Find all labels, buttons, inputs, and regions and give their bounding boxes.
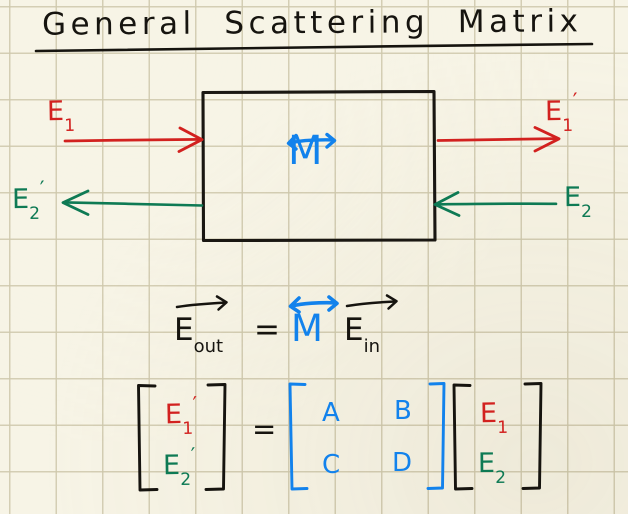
matrix-cell-b: B	[394, 396, 412, 426]
arrow-input-e1	[63, 126, 204, 153]
bracket-output-vector	[137, 383, 227, 492]
output-vector-row-1-prime: ′	[192, 391, 198, 416]
equation-lhs: Eout	[174, 312, 223, 356]
arrow-input-e2	[433, 191, 558, 217]
equation-lhs-symbol: E	[174, 312, 194, 348]
bracket-input-vector	[452, 382, 543, 491]
equation-rhs-symbol: E	[344, 312, 364, 348]
port-label-output-e1-prime-mark: ′	[572, 88, 578, 113]
port-label-input-e2-subscript: 2	[581, 202, 593, 223]
output-vector-row-1-symbol: E	[164, 398, 183, 431]
input-vector-row-1: E1	[479, 397, 509, 438]
equation-rhs: Ein	[344, 312, 380, 356]
arrow-output-e1-prime	[436, 126, 561, 153]
output-vector-row-2-prime: ′	[190, 442, 196, 467]
arrow-output-e2-prime	[61, 189, 204, 216]
port-label-input-e2-symbol: E	[563, 181, 582, 214]
port-label-output-e2-prime: E2 ′	[11, 177, 45, 225]
matrix-cell-a: A	[322, 398, 340, 428]
equation-rhs-subscript: in	[363, 336, 381, 358]
matrix-cell-c: C	[322, 450, 341, 480]
port-label-output-e1-prime: E1 ′	[544, 89, 578, 137]
equation-operator: =	[254, 312, 280, 348]
equation-lhs-subscript: out	[193, 336, 224, 358]
input-vector-row-2-symbol: E	[477, 447, 496, 480]
input-vector-row-2: E2	[477, 447, 506, 488]
output-vector-row-2-symbol: E	[162, 449, 181, 482]
port-label-output-e2-prime-subscript: 2	[29, 204, 41, 225]
port-label-output-e2-prime-mark: ′	[39, 176, 45, 201]
port-label-input-e1-symbol: E	[46, 95, 65, 128]
port-label-input-e2: E2	[563, 181, 592, 222]
vector-accent-e-in	[345, 294, 398, 310]
output-vector-row-1-subscript: 1	[182, 419, 194, 440]
scattering-matrix-symbol: M	[288, 128, 323, 174]
port-label-output-e2-prime-symbol: E	[11, 183, 30, 216]
equation-matrix-symbol: M	[291, 307, 323, 350]
tensor-accent-equation-m	[288, 295, 339, 314]
port-label-input-e1: E1	[46, 95, 76, 136]
output-vector-row-2: E2 ′	[162, 443, 196, 491]
matrix-equation-operator: =	[252, 412, 277, 446]
input-vector-row-2-subscript: 2	[495, 468, 507, 489]
port-label-output-e1-prime-subscript: 1	[562, 116, 574, 137]
scattering-box	[201, 89, 437, 243]
vector-accent-e-out	[175, 295, 228, 311]
title-underline	[34, 42, 594, 53]
matrix-cell-d: D	[392, 448, 413, 478]
tensor-accent-box-m	[286, 132, 337, 151]
port-label-output-e1-prime-symbol: E	[544, 95, 563, 128]
port-label-input-e1-subscript: 1	[64, 116, 76, 137]
bracket-scattering-matrix	[288, 382, 446, 491]
input-vector-row-1-subscript: 1	[497, 418, 509, 439]
output-vector-row-2-subscript: 2	[180, 470, 192, 491]
input-vector-row-1-symbol: E	[479, 397, 498, 430]
output-vector-row-1: E1 ′	[164, 392, 198, 440]
